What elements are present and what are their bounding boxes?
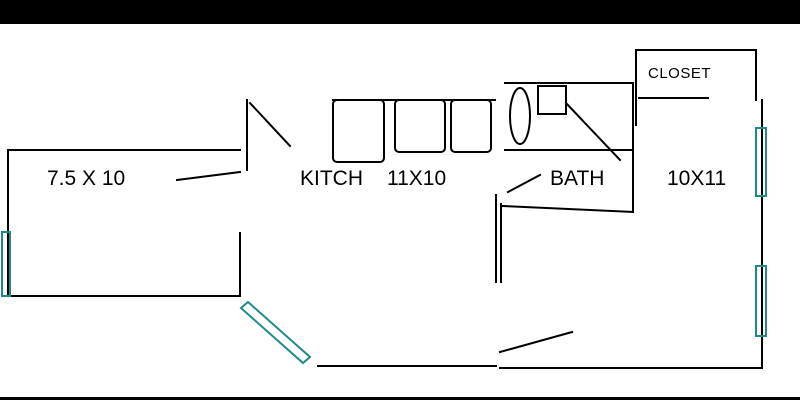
room-label-11x10: 11X10 — [387, 167, 447, 190]
bottom-frame-bar — [0, 397, 800, 400]
room-label-kitch: KITCH — [300, 167, 363, 190]
top-frame-bar — [0, 0, 800, 24]
left-room-partial-wall — [175, 170, 242, 182]
walls — [7, 49, 763, 369]
right-room-door-swing — [498, 330, 574, 354]
bath-door-diagonal — [564, 101, 622, 162]
room-label-bath: BATH — [550, 167, 605, 190]
cabinet-icon — [450, 99, 492, 153]
sink-icon — [537, 85, 567, 115]
closet-wall — [635, 49, 757, 126]
window-icon — [239, 300, 312, 365]
room-label-7.5x10: 7.5 X 10 — [47, 167, 126, 190]
window-icon — [1, 231, 11, 297]
toilet-icon — [509, 87, 531, 145]
windows — [1, 127, 767, 365]
cabinet-icon — [332, 99, 385, 163]
bath-fixtures — [509, 85, 567, 145]
room-label-closet: CLOSET — [648, 65, 712, 82]
cabinet-icon — [394, 99, 446, 153]
window-icon — [755, 127, 767, 197]
window-icon — [755, 265, 767, 337]
left-room-wall — [7, 149, 241, 297]
bath-bottom-wall — [501, 204, 635, 214]
kitchen-cabinets — [332, 99, 492, 163]
kitchen-door-swing — [248, 101, 292, 148]
kitchen-diagonal-short — [506, 173, 542, 194]
room-label-10x11: 10X11 — [667, 167, 727, 190]
